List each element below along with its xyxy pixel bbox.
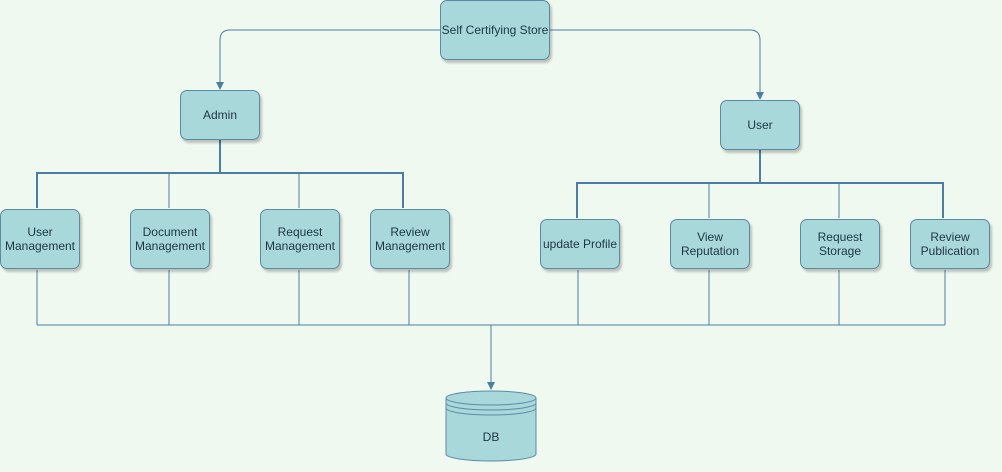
node-view-reputation: View Reputation	[670, 219, 750, 269]
node-root: Self Certifying Store	[440, 0, 550, 60]
db-label: DB	[482, 430, 500, 444]
tick-user	[708, 184, 840, 218]
node-update-profile: update Profile	[540, 219, 620, 269]
db-cylinder	[445, 390, 537, 462]
node-review-management: Review Management	[370, 209, 450, 269]
node-document-management: Document Management	[130, 209, 210, 269]
node-admin: Admin	[180, 90, 260, 140]
node-request-storage: Request Storage	[800, 219, 880, 269]
bus-to-db	[36, 270, 946, 326]
node-request-management: Request Management	[260, 209, 340, 269]
node-user: User	[720, 100, 800, 150]
edge-root-admin	[216, 29, 440, 90]
node-user-management: User Management	[0, 209, 80, 269]
bracket-user	[576, 150, 944, 218]
node-review-publication: Review Publication	[910, 219, 990, 269]
edge-root-user	[550, 29, 764, 100]
bracket-admin	[36, 140, 404, 208]
tick-admin	[168, 174, 300, 208]
